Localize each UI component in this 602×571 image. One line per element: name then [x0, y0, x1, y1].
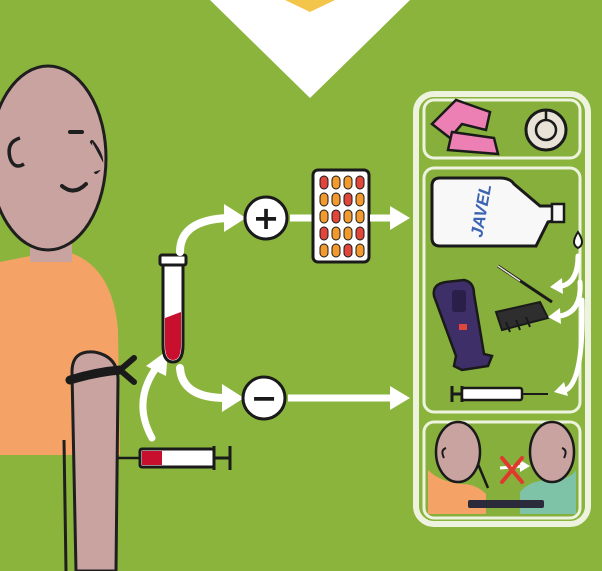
pill: [320, 244, 328, 257]
pill: [344, 193, 352, 206]
test-tube-icon: [160, 255, 186, 362]
pill: [344, 176, 352, 189]
pill: [320, 227, 328, 240]
pill: [356, 176, 364, 189]
negative-symbol: −: [251, 379, 278, 417]
pill: [332, 176, 340, 189]
pill: [356, 193, 364, 206]
positive-result-badge: +: [245, 197, 287, 239]
condom-icon: [526, 110, 566, 150]
pill: [344, 227, 352, 240]
pill: [344, 244, 352, 257]
pill: [320, 193, 328, 206]
pill: [356, 227, 364, 240]
pill: [332, 244, 340, 257]
pill-blister-icon: [313, 170, 369, 262]
pill: [332, 227, 340, 240]
pill: [332, 210, 340, 223]
pill: [356, 210, 364, 223]
pill: [356, 244, 364, 257]
pill: [320, 210, 328, 223]
pill: [332, 193, 340, 206]
pill: [320, 176, 328, 189]
negative-result-badge: −: [243, 377, 285, 419]
pill: [344, 210, 352, 223]
positive-symbol: +: [253, 199, 280, 237]
